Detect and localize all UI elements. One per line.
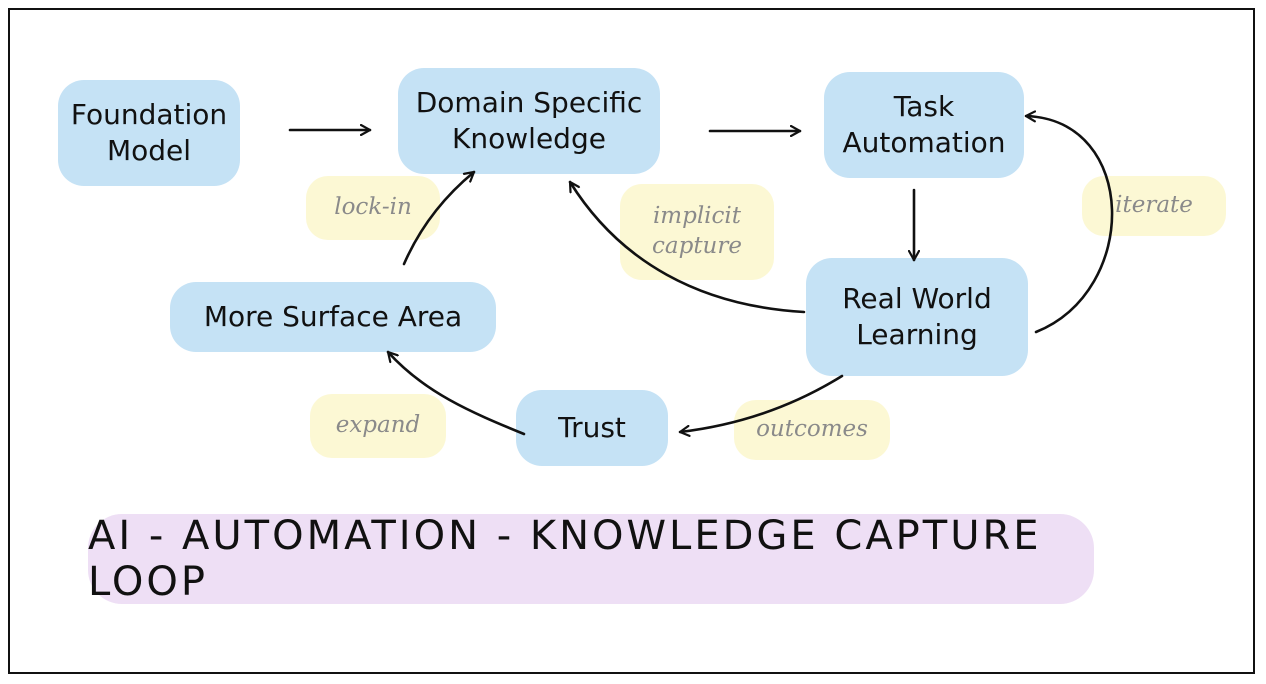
node-more-surface-area-label: More Surface Area [203, 299, 463, 333]
label-expand-text: expand [335, 412, 421, 439]
label-implicit-capture-line-1: implicit [652, 203, 742, 230]
label-outcomes-text: outcomes [756, 416, 868, 443]
node-trust: Trust [516, 390, 668, 466]
label-implicit-capture-line-2: capture [652, 233, 742, 259]
label-iterate-text: iterate [1115, 192, 1193, 219]
node-task-automation-line-1: Task [893, 89, 955, 123]
node-real-world-learning-line-1: Real World [842, 281, 992, 315]
diagram-title: AI - AUTOMATION - KNOWLEDGE CAPTURE LOOP [88, 513, 1094, 605]
node-more-surface-area: More Surface Area [170, 282, 496, 352]
label-implicit-capture: implicit capture [620, 184, 774, 280]
node-task-automation-line-2: Automation [842, 126, 1006, 159]
node-foundation-model-line-1: Foundation [70, 97, 228, 131]
node-foundation-model-line-2: Model [106, 134, 192, 167]
node-domain-specific-knowledge-line-2: Knowledge [452, 122, 606, 155]
node-trust-label: Trust [558, 410, 626, 444]
node-real-world-learning-line-2: Learning [856, 318, 978, 351]
label-lock-in-text: lock-in [334, 194, 412, 221]
label-iterate: iterate [1082, 176, 1226, 236]
node-domain-specific-knowledge-line-1: Domain Specific [415, 85, 643, 119]
label-expand: expand [310, 394, 446, 458]
label-lock-in: lock-in [306, 176, 440, 240]
label-outcomes: outcomes [734, 400, 890, 460]
